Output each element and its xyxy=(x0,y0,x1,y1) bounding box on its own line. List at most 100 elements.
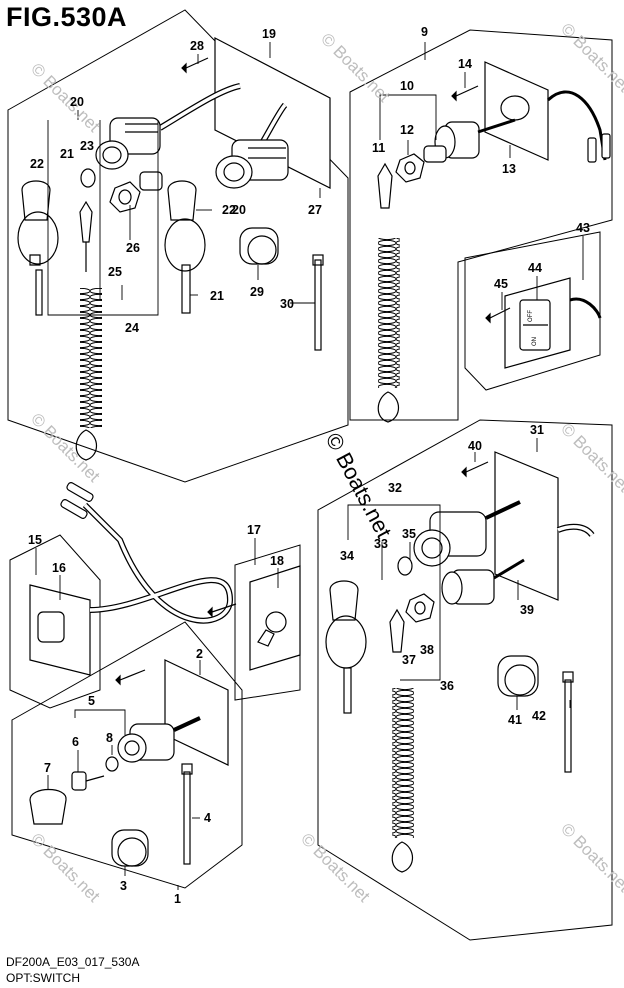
callout-7: 7 xyxy=(44,761,51,775)
screw-45 xyxy=(485,307,511,324)
grommet-3 xyxy=(111,829,149,867)
connector-pins-9 xyxy=(587,133,611,163)
grommet-29 xyxy=(239,227,279,265)
callout-3: 3 xyxy=(120,879,127,893)
lanyard-coil-25 xyxy=(80,288,102,428)
callout-12: 12 xyxy=(400,123,414,137)
key-22-right xyxy=(164,180,206,314)
callout-28: 28 xyxy=(190,39,204,53)
nut-26 xyxy=(109,181,141,213)
group-outline-31 xyxy=(317,419,613,941)
clip-37 xyxy=(389,608,405,653)
switch-assembly-dual xyxy=(17,37,331,461)
cap-23 xyxy=(80,168,96,188)
callout-35: 35 xyxy=(402,527,416,541)
screw-40 xyxy=(461,461,489,478)
callout-17: 17 xyxy=(247,523,261,537)
callout-44: 44 xyxy=(528,261,542,275)
cap-35 xyxy=(397,556,413,576)
switch-body-5 xyxy=(117,716,201,763)
grommet-41 xyxy=(497,655,539,697)
callout-20b: 20 xyxy=(232,203,246,217)
cable-tie-42 xyxy=(562,671,574,773)
watermark-center: © Boats.net xyxy=(321,429,397,543)
lanyard-coil-36 xyxy=(392,688,414,838)
cable-tie-4 xyxy=(181,763,193,865)
key-6 xyxy=(71,771,105,791)
key-34 xyxy=(325,580,367,714)
switch-assembly-1 xyxy=(29,659,229,867)
callout-39: 39 xyxy=(520,603,534,617)
callout-38: 38 xyxy=(420,643,434,657)
rocker-labels: OFF ON xyxy=(528,310,538,346)
callout-40: 40 xyxy=(468,439,482,453)
callouts: 1 2 3 4 5 6 7 8 9 10 11 12 13 14 15 16 1… xyxy=(28,25,590,906)
panel-plate-18 xyxy=(249,565,301,671)
knob-7 xyxy=(29,789,67,825)
emergency-stop-switch-assembly xyxy=(377,61,611,423)
callout-21a: 21 xyxy=(60,147,74,161)
dual-switch-assembly-31 xyxy=(325,451,595,873)
rocker-switch-assembly xyxy=(485,277,602,369)
callout-22b: 22 xyxy=(222,203,236,217)
panel-plate-9 xyxy=(484,61,549,161)
leader-lines xyxy=(35,42,584,890)
watermark-3: © Boats.net xyxy=(557,19,624,96)
callout-34: 34 xyxy=(340,549,354,563)
group-outline-19 xyxy=(7,9,349,483)
group-outline-17 xyxy=(234,544,301,701)
callout-10: 10 xyxy=(400,79,414,93)
figure-caption: OPT:SWITCH xyxy=(6,971,80,985)
wire-lead-9 xyxy=(546,90,607,161)
callout-1: 1 xyxy=(174,892,181,906)
nut-12 xyxy=(395,153,425,183)
callout-23: 23 xyxy=(80,139,94,153)
ignition-switch-32 xyxy=(413,500,521,567)
callout-9: 9 xyxy=(421,25,428,39)
callout-33: 33 xyxy=(374,537,388,551)
toggle-switch-assembly-17 xyxy=(207,565,301,671)
callout-22a: 22 xyxy=(30,157,44,171)
group-outline-1 xyxy=(11,621,243,889)
callout-16: 16 xyxy=(52,561,66,575)
callout-4: 4 xyxy=(204,811,211,825)
lanyard-hook-11 xyxy=(377,391,400,423)
panel-plate-19 xyxy=(214,37,331,189)
watermark-8: © Boats.net xyxy=(557,819,624,896)
ignition-switch-20a xyxy=(95,117,161,170)
screw-1 xyxy=(115,669,146,686)
wire-15 xyxy=(82,502,234,624)
cable-tie-30 xyxy=(312,254,324,351)
callout-21b: 21 xyxy=(210,289,224,303)
callout-11: 11 xyxy=(372,141,385,155)
callout-42: 42 xyxy=(532,709,546,723)
watermark-5: © Boats.net xyxy=(557,419,624,496)
callout-15: 15 xyxy=(28,533,42,547)
panel-plate-31 xyxy=(494,451,559,601)
callout-43: 43 xyxy=(576,221,590,235)
rocker-label-off: OFF xyxy=(528,310,534,322)
rocker-label-on: ON xyxy=(532,337,538,346)
callout-32: 32 xyxy=(388,481,402,495)
watermark-6: © Boats.net xyxy=(27,829,104,906)
callout-31: 31 xyxy=(530,423,544,437)
figure-title: FIG.530A xyxy=(6,2,128,32)
callout-26: 26 xyxy=(126,241,140,255)
callout-41: 41 xyxy=(508,713,522,727)
group-outline-15 xyxy=(9,534,101,709)
watermark-1: © Boats.net xyxy=(27,59,104,136)
callout-13: 13 xyxy=(502,162,516,176)
wire-43 xyxy=(569,297,602,319)
clip-11 xyxy=(377,162,393,209)
callout-45: 45 xyxy=(494,277,508,291)
callout-24: 24 xyxy=(125,321,139,335)
group-outline-43 xyxy=(464,231,601,391)
panel-plate-2 xyxy=(164,659,229,766)
trim-switch-assembly-15 xyxy=(29,482,234,676)
watermark-7: © Boats.net xyxy=(297,829,374,906)
connector-pins-15 xyxy=(60,482,94,519)
switch-knob-16 xyxy=(37,611,65,643)
cap-8 xyxy=(105,756,119,772)
callout-27: 27 xyxy=(308,203,322,217)
